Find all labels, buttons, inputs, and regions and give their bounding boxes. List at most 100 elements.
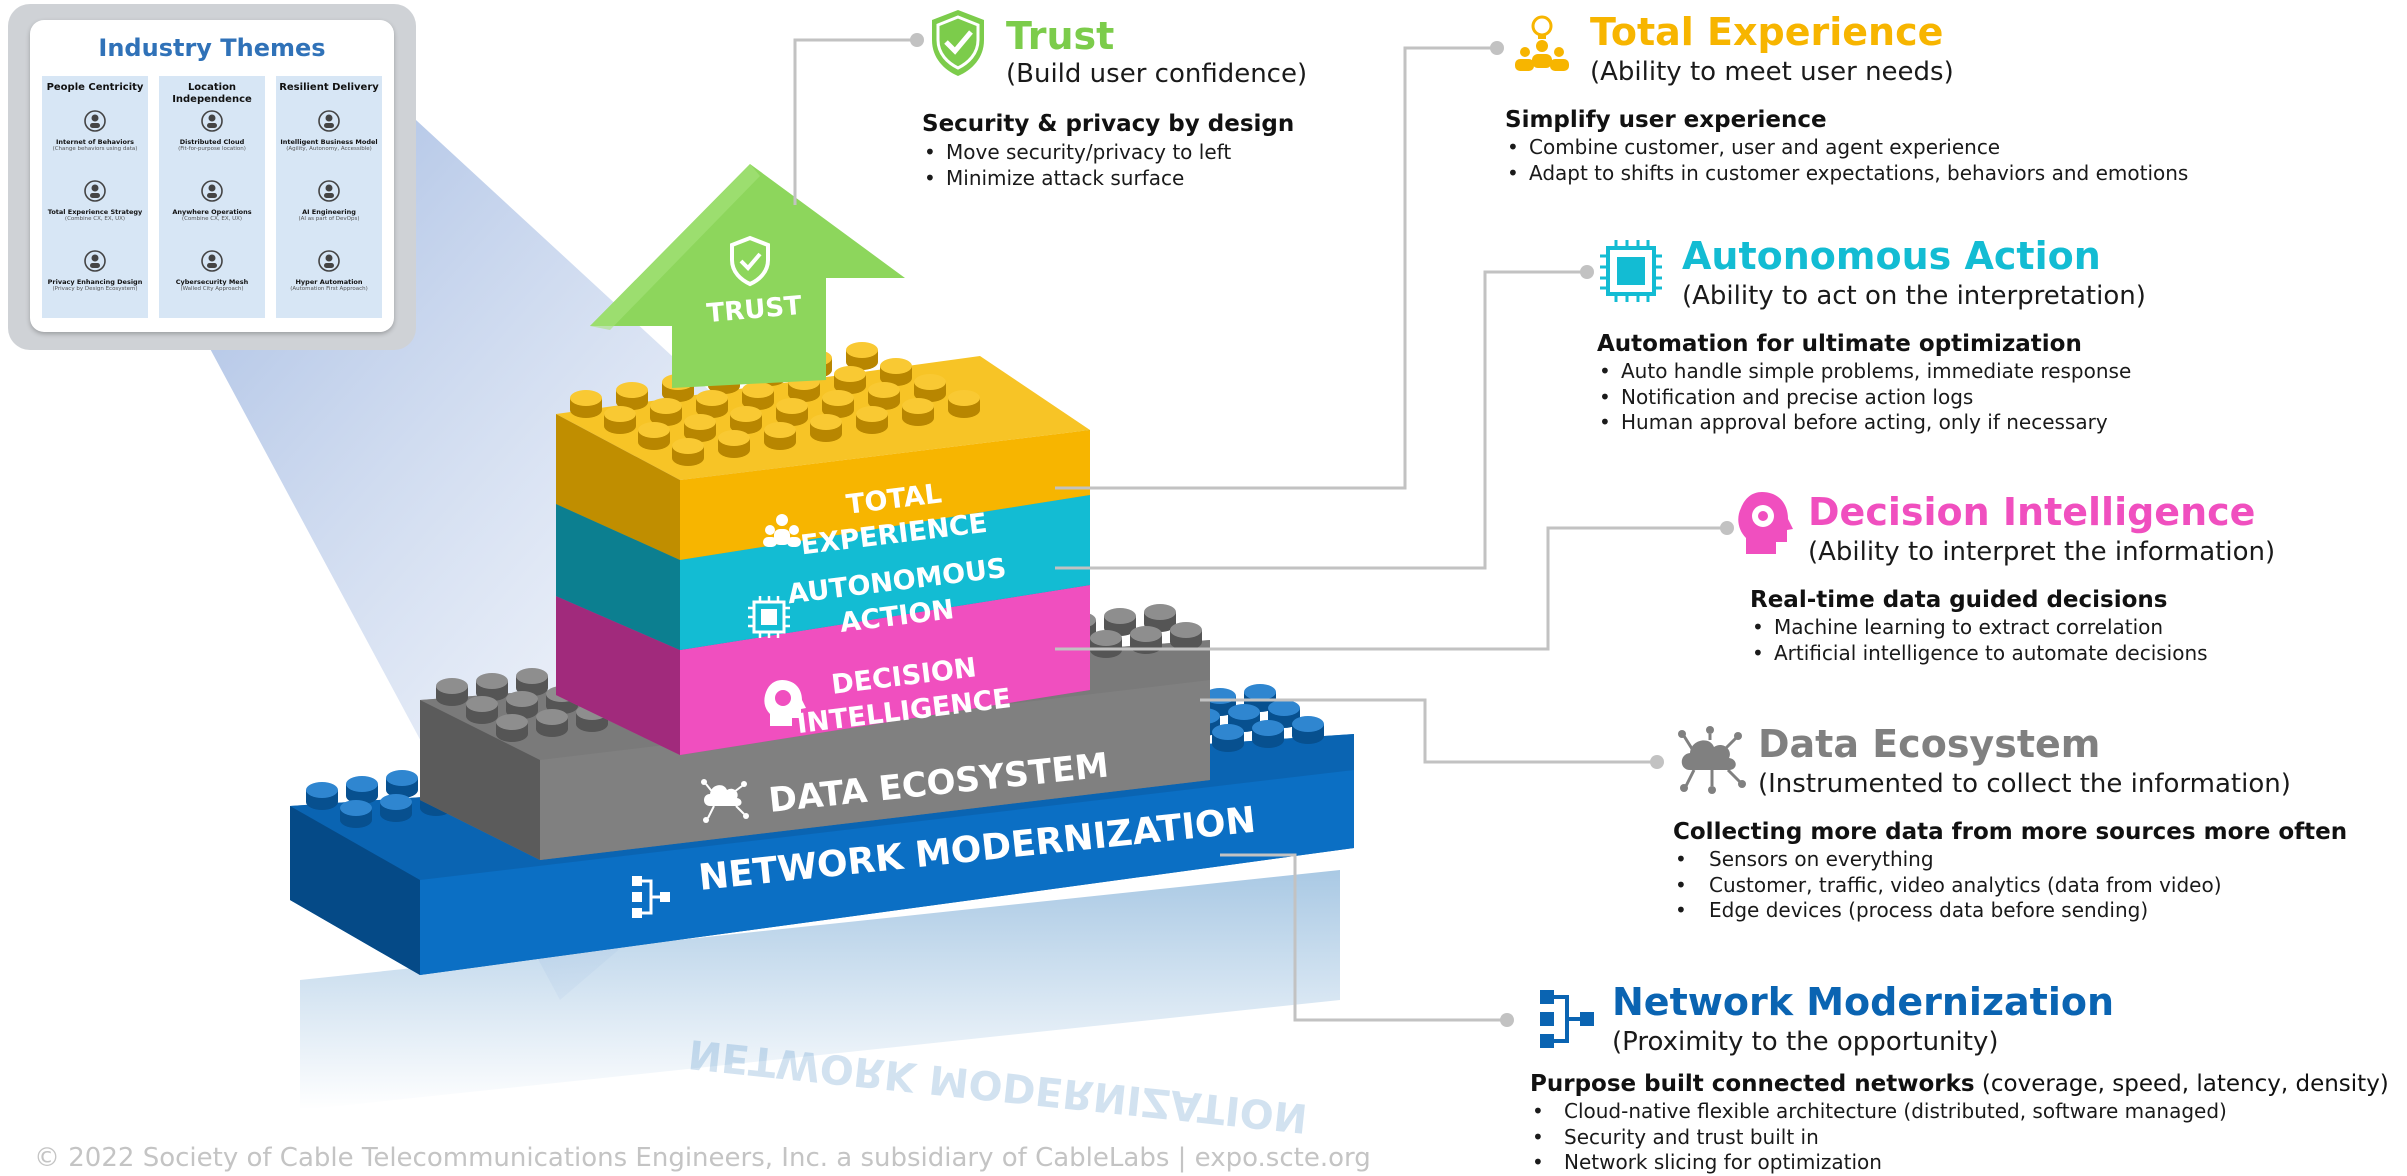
brick-people-icon — [763, 514, 801, 547]
brick-stud — [662, 386, 694, 402]
brick-stud — [576, 716, 608, 732]
brick-stud — [346, 788, 378, 804]
theme-item: Hyper Automation(Automation First Approa… — [276, 244, 382, 308]
brick-stud — [570, 390, 602, 406]
org-chart-icon — [318, 110, 340, 132]
data-ecosystem-subtitle: (Instrumented to collect the information… — [1758, 769, 2291, 799]
decision-intelligence-subtitle: (Ability to interpret the information) — [1808, 537, 2276, 567]
list-item: Human approval before acting, only if ne… — [1597, 410, 2131, 436]
theme-item-subtitle: (Combine CX, EX, UX) — [181, 216, 243, 222]
theme-item-title: Distributed Cloud — [179, 138, 245, 146]
connector-dots — [910, 33, 1734, 1027]
brick-stud — [386, 770, 418, 786]
brick-stud — [1252, 720, 1284, 736]
brick-stud — [718, 442, 750, 458]
brick-stud — [340, 800, 372, 816]
brick-stud — [650, 410, 682, 426]
brick-stud — [880, 358, 912, 374]
brick-stud — [672, 450, 704, 466]
theme-item: AI Engineering(AI as part of DevOps) — [276, 174, 382, 238]
brick-stud — [948, 390, 980, 406]
brick-stud — [834, 378, 866, 394]
brick-stud — [1244, 684, 1276, 700]
brick-stud — [846, 342, 878, 358]
list-item: Customer, traffic, video analytics (data… — [1673, 873, 2222, 899]
network-tree-icon — [1540, 990, 1594, 1048]
brick-stud — [466, 708, 498, 724]
brick-stud — [856, 406, 888, 422]
brick-stud — [696, 390, 728, 406]
network-modernization-heading-row: Purpose built connected networks (covera… — [1530, 1070, 2389, 1098]
brick-stud — [764, 434, 796, 450]
list-item: Combine customer, user and agent experie… — [1505, 135, 2188, 161]
theme-column-header: Resilient Delivery — [279, 82, 379, 93]
brick-stud — [496, 714, 528, 730]
brick-stud — [810, 426, 842, 442]
brick-stud — [466, 696, 498, 712]
brick-stud — [868, 394, 900, 410]
trust-arrow — [590, 164, 905, 388]
network-modernization-bullets: Cloud-native flexible architecture (dist… — [1530, 1099, 2227, 1176]
brick-stud — [306, 782, 338, 798]
brick-shield-icon — [730, 235, 770, 287]
brick-stud — [730, 406, 762, 422]
theme-item-subtitle: (Combine CX, EX, UX) — [64, 216, 126, 222]
brick-stud — [1292, 728, 1324, 744]
list-item: Minimize attack surface — [922, 166, 1231, 192]
connector-lines — [793, 38, 1725, 1022]
people-lightbulb-icon — [1515, 15, 1569, 71]
brick-stud — [1268, 700, 1300, 716]
theme-column-header: Location Independence — [172, 82, 252, 105]
theme-item: Anywhere Operations(Combine CX, EX, UX) — [159, 174, 265, 238]
total-experience-title: Total Experience — [1590, 10, 1944, 54]
brick-stud — [506, 691, 538, 707]
brick-stud — [914, 374, 946, 390]
list-item: Auto handle simple problems, immediate r… — [1597, 359, 2131, 385]
trust-bullets: Move security/privacy to left Minimize a… — [922, 140, 1231, 191]
theme-item: Privacy Enhancing Design(Privacy by Desi… — [42, 244, 148, 308]
brick-stud — [846, 354, 878, 370]
brick-stud — [696, 402, 728, 418]
brick-stud — [604, 418, 636, 434]
brick-stud — [638, 422, 670, 438]
theme-item: Internet of Behaviors(Change behaviors u… — [42, 104, 148, 168]
total-experience-bullets: Combine customer, user and agent experie… — [1505, 135, 2188, 186]
cloud-icon — [201, 110, 223, 132]
data-ecosystem-title: Data Ecosystem — [1758, 722, 2101, 766]
brick-stud — [570, 402, 602, 418]
theme-item-title: Internet of Behaviors — [55, 138, 135, 146]
brick-stud — [684, 414, 716, 430]
location-pins-icon — [201, 180, 223, 202]
network-modernization-heading: Purpose built connected networks — [1530, 1071, 1975, 1097]
theme-item: Distributed Cloud(Fit-for-purpose locati… — [159, 104, 265, 168]
brick-stud — [730, 418, 762, 434]
brick-stud — [1212, 736, 1244, 752]
brick-stud — [1228, 704, 1260, 720]
total-experience-heading: Simplify user experience — [1505, 107, 1827, 133]
list-item: Cloud-native flexible architecture (dist… — [1530, 1099, 2227, 1125]
theme-item-title: Anywhere Operations — [172, 208, 252, 216]
brick-stud — [306, 794, 338, 810]
trust-title: Trust — [1006, 14, 1115, 58]
autonomous-action-heading: Automation for ultimate optimization — [1597, 331, 2082, 357]
decision-intelligence-heading: Real-time data guided decisions — [1750, 587, 2168, 613]
theme-item: Intelligent Business Model(Agility, Auto… — [276, 104, 382, 168]
network-modernization-title: Network Modernization — [1612, 980, 2115, 1024]
brick-stud — [536, 709, 568, 725]
brick-stud — [436, 678, 468, 694]
brick-stud — [822, 402, 854, 418]
theme-item-title: Total Experience Strategy — [47, 208, 143, 216]
theme-item-subtitle: (Change behaviors using data) — [52, 146, 138, 152]
brick-stud — [856, 418, 888, 434]
copyright-footer: © 2022 Society of Cable Telecommunicatio… — [34, 1143, 1371, 1173]
brick-stud — [380, 794, 412, 810]
trust-heading: Security & privacy by design — [922, 111, 1295, 137]
brick-stud — [650, 398, 682, 414]
brick-network-tree-icon — [632, 876, 670, 918]
brick-stud — [616, 394, 648, 410]
